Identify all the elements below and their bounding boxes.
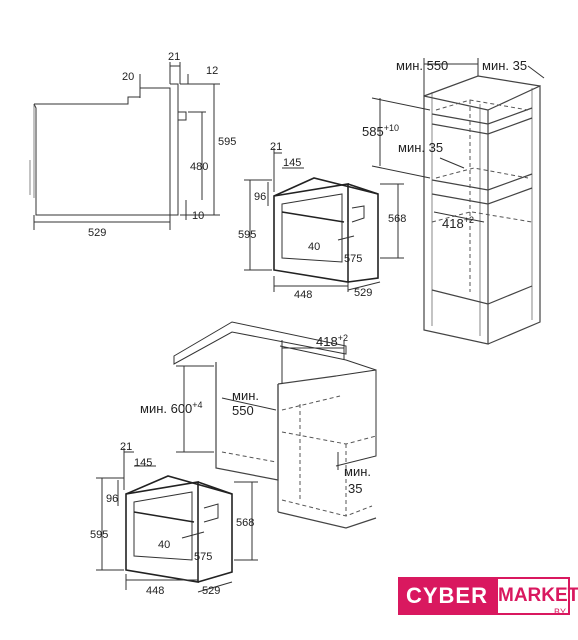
logo-by-text: .BY	[551, 607, 566, 617]
top-oven-145-label: 145	[283, 157, 301, 169]
under-35-label: 35	[348, 481, 362, 496]
side-21-label: 21	[168, 51, 180, 63]
top-oven-595-label: 595	[238, 229, 256, 241]
top-oven-21-label: 21	[270, 141, 282, 153]
bottom-oven-529-label: 529	[202, 585, 220, 597]
bottom-oven-568-label: 568	[236, 517, 254, 529]
under-min-label: мин.	[232, 388, 259, 403]
logo-cyber-text: CYBER	[398, 577, 496, 615]
side-depth-label: 529	[88, 227, 106, 239]
tall-418-label: 418+2	[442, 215, 474, 231]
side-height-595-label: 595	[218, 136, 236, 148]
side-view: 529 595 480 21 20 12 10	[29, 51, 236, 239]
bottom-oven-145-label: 145	[134, 457, 152, 469]
tall-cabinet-view: мин. 550 мин. 35 585+10 мин. 35 418+2	[362, 58, 545, 345]
top-oven-40-label: 40	[308, 241, 320, 253]
side-10-label: 10	[192, 210, 204, 222]
bottom-oven-575-label: 575	[194, 551, 212, 563]
cybermarket-logo: CYBER MARKET .BY	[398, 577, 578, 617]
top-oven-448-label: 448	[294, 289, 312, 301]
top-oven-529-label: 529	[354, 287, 372, 299]
tall-min550-label: мин. 550	[396, 58, 448, 73]
tall-585-label: 585+10	[362, 123, 399, 139]
bottom-oven-96-label: 96	[106, 493, 118, 505]
bottom-oven-595-label: 595	[90, 529, 108, 541]
tall-min35-label: мин. 35	[482, 58, 527, 73]
bottom-oven-448-label: 448	[146, 585, 164, 597]
bottom-oven-21-label: 21	[120, 441, 132, 453]
top-oven-view: 21 145 96 595 568 40 575 448 529	[238, 141, 406, 301]
top-oven-568-label: 568	[388, 213, 406, 225]
top-oven-96-label: 96	[254, 191, 266, 203]
side-12-label: 12	[206, 65, 218, 77]
top-oven-575-label: 575	[344, 253, 362, 265]
undercounter-view: 418+2 мин. 600+4 мин. 550 мин. 35	[140, 321, 377, 529]
tall-min35b-label: мин. 35	[398, 140, 443, 155]
under-min600-label: мин. 600+4	[140, 400, 203, 416]
bottom-oven-40-label: 40	[158, 539, 170, 551]
side-height-480-label: 480	[190, 161, 208, 173]
logo-market-text: MARKET	[496, 577, 578, 615]
under-min-b-label: мин.	[344, 464, 371, 479]
under-418-label: 418+2	[316, 333, 348, 349]
under-550-label: 550	[232, 403, 254, 418]
side-20-label: 20	[122, 71, 134, 83]
bottom-oven-view: 21 145 96 595 568 40 575 448 529	[90, 441, 258, 597]
